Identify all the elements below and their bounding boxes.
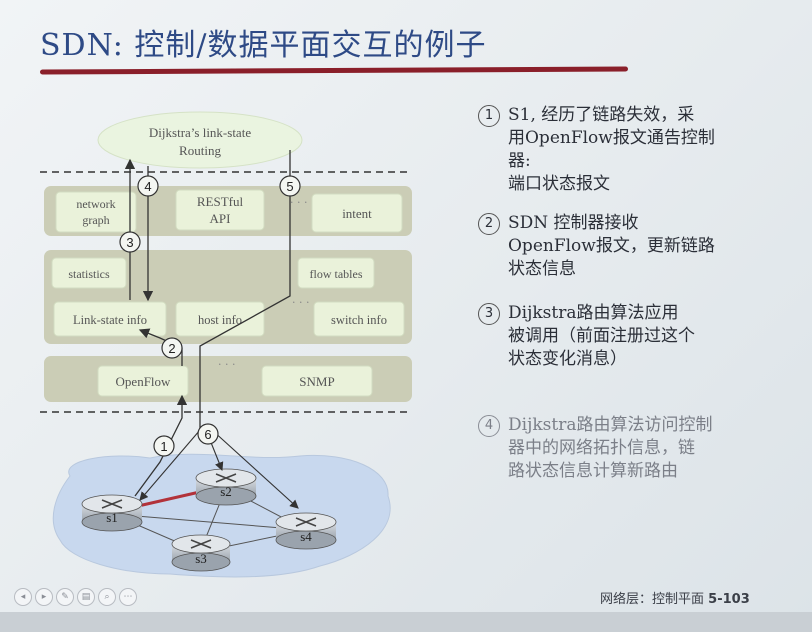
snmp-box — [261, 365, 373, 397]
router-icon-s4: s4 — [275, 512, 337, 550]
step-marker-6: 6 — [197, 423, 219, 445]
switch-s2-label: s2 — [220, 484, 232, 499]
prev-slide-icon[interactable]: ◂ — [14, 588, 32, 606]
svg-text:6: 6 — [204, 427, 211, 442]
bullet-2-number: 2 — [478, 213, 500, 235]
bottom-bar — [0, 612, 812, 632]
bullet-4-text: Dijkstra路由算法访问控制 器中的网络拓扑信息，链 路状态信息计算新路由 — [508, 415, 713, 481]
flow-arrow-6-to-s4 — [211, 429, 299, 509]
bullet-1: 1 S1, 经历了链路失效，采 用OpenFlow报文通告控制 器: 端口状态报… — [478, 104, 778, 196]
bullet-3-text: Dijkstra路由算法应用 被调用（前面注册过这个 状态变化消息） — [508, 303, 695, 369]
intent-box — [311, 193, 403, 233]
bullet-3-number: 3 — [478, 303, 500, 325]
bullet-1-number: 1 — [478, 105, 500, 127]
restful-label-1: RESTful — [197, 194, 244, 209]
switch-s3-label: s3 — [195, 551, 207, 566]
svg-text:5: 5 — [286, 179, 293, 194]
bullet-4: 4 Dijkstra路由算法访问控制 器中的网络拓扑信息，链 路状态信息计算新路… — [478, 414, 778, 483]
step-marker-3: 3 — [119, 231, 141, 253]
router-icon-s3: s3 — [171, 534, 231, 572]
slide-footer: 网络层：控制平面 5-103 — [600, 588, 750, 607]
flow-arrow-6-to-s1 — [139, 429, 201, 501]
flow-tables-label: flow tables — [310, 267, 363, 281]
intent-label: intent — [342, 206, 372, 221]
core-ellipsis: · · · — [292, 296, 309, 309]
pen-icon[interactable]: ✎ — [56, 588, 74, 606]
switch-s4-label: s4 — [300, 529, 312, 544]
network-graph-label-2: graph — [82, 213, 109, 227]
next-slide-icon[interactable]: ▸ — [35, 588, 53, 606]
bullet-4-number: 4 — [478, 415, 500, 437]
switch-info-label: switch info — [331, 313, 387, 327]
openflow-label: OpenFlow — [116, 374, 172, 389]
network-graph-label-1: network — [76, 197, 115, 211]
page-number: 5-103 — [708, 592, 750, 607]
slide-nav-toolbar: ◂ ▸ ✎ ▤ ⌕ ⋯ — [14, 588, 137, 606]
openflow-box — [97, 365, 189, 397]
bullet-2: 2 SDN 控制器接收 OpenFlow报文，更新链路 状态信息 — [478, 212, 778, 281]
link-s1-s4 — [111, 513, 307, 531]
northbound-ellipsis: · · · — [290, 196, 307, 209]
page-title: SDN: 控制/数据平面交互的例子 — [40, 28, 487, 63]
host-info-label: host info — [198, 313, 242, 327]
routing-app-label-line1: Dijkstra’s link-state — [149, 125, 251, 140]
restful-api-box — [175, 189, 265, 231]
link-state-info-label: Link-state info — [73, 313, 147, 327]
switch-s1-label: s1 — [106, 510, 118, 525]
step-marker-5: 5 — [279, 175, 301, 197]
bullet-2-text: SDN 控制器接收 OpenFlow报文，更新链路 状态信息 — [508, 213, 715, 279]
step-marker-1: 1 — [153, 435, 175, 457]
bullet-3: 3 Dijkstra路由算法应用 被调用（前面注册过这个 状态变化消息） — [478, 302, 778, 371]
switch-info-box — [313, 301, 405, 337]
more-icon[interactable]: ⋯ — [119, 588, 137, 606]
slides-icon[interactable]: ▤ — [77, 588, 95, 606]
step-marker-2: 2 — [161, 337, 183, 359]
svg-text:4: 4 — [144, 179, 151, 194]
svg-text:2: 2 — [168, 341, 175, 356]
footer-label: 网络层：控制平面 — [600, 592, 705, 607]
flow-arrow-5 — [199, 150, 291, 430]
router-icon-s1: s1 — [81, 494, 143, 532]
statistics-label: statistics — [68, 267, 110, 281]
flow-tables-box — [297, 257, 375, 289]
statistics-box — [51, 257, 127, 289]
southbound-ellipsis: · · · — [218, 358, 235, 371]
svg-text:3: 3 — [126, 235, 133, 250]
bullet-1-text: S1, 经历了链路失效，采 用OpenFlow报文通告控制 器: 端口状态报文 — [508, 105, 715, 194]
routing-app-cloud — [97, 111, 303, 169]
restful-label-2: API — [210, 211, 231, 226]
routing-app-label-line2: Routing — [179, 143, 221, 158]
host-info-box — [175, 301, 265, 337]
svg-text:1: 1 — [160, 439, 167, 454]
step-marker-4: 4 — [137, 175, 159, 197]
zoom-icon[interactable]: ⌕ — [98, 588, 116, 606]
router-icon-s2: s2 — [195, 468, 257, 506]
link-state-info-box — [53, 301, 167, 337]
network-graph-box — [55, 191, 137, 233]
snmp-label: SNMP — [299, 374, 334, 389]
